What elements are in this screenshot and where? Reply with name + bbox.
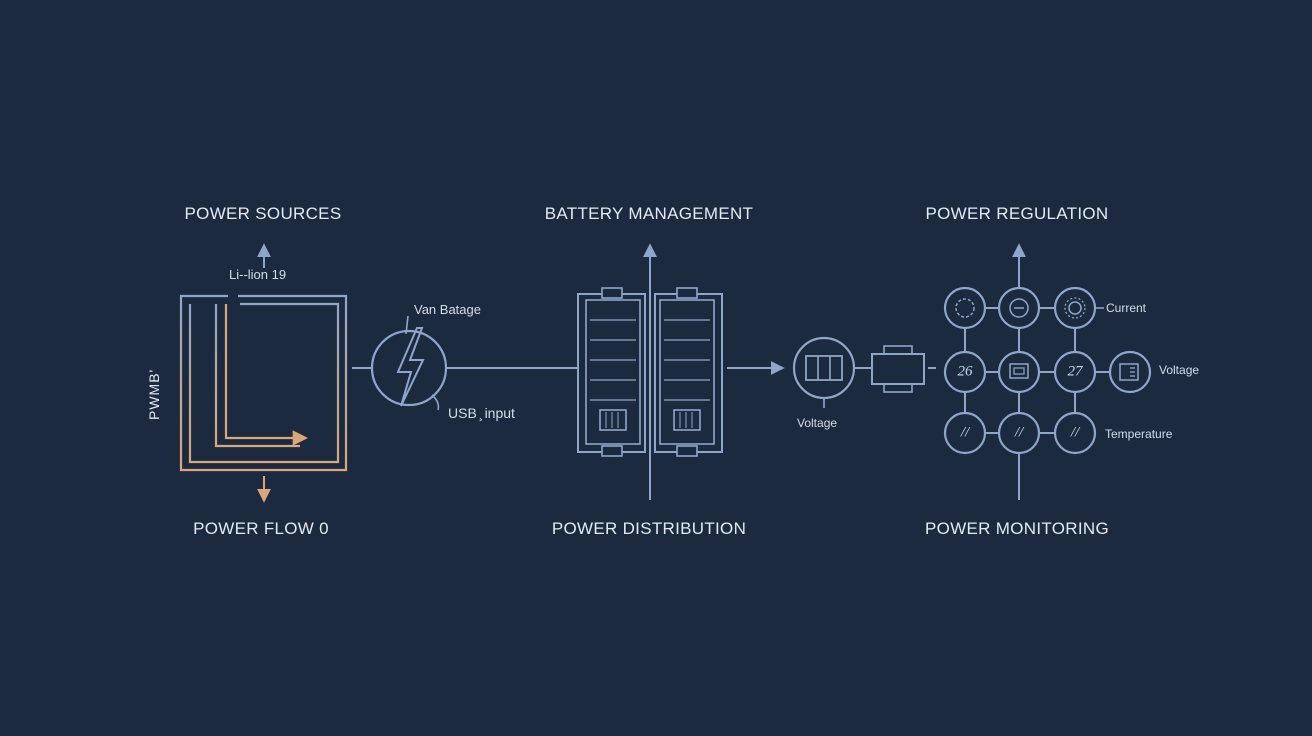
node-slash-1-text: // <box>960 424 970 441</box>
section-power-sources: POWER SOURCES <box>184 204 342 223</box>
label-usb-input: USB ̧ input <box>448 405 515 421</box>
node-slash-2-text: // <box>1014 424 1024 441</box>
gear-icon <box>943 286 987 330</box>
label-van-batage: Van Batage <box>414 302 481 317</box>
node-26 <box>943 350 987 394</box>
connector-icon <box>871 345 925 393</box>
node-27-text: 27 <box>1067 363 1083 380</box>
battery-management-block <box>577 243 723 500</box>
meter-icon <box>1108 350 1152 394</box>
regulation-grid <box>943 243 1152 500</box>
lightning-icon <box>370 315 448 411</box>
section-power-regulation: POWER REGULATION <box>925 204 1109 223</box>
battery-cell-icon <box>577 287 646 457</box>
minus-circle-icon <box>997 286 1041 330</box>
battery-cell-icon <box>654 287 723 457</box>
node-26-text: 26 <box>957 363 973 380</box>
label-temperature: Temperature <box>1105 427 1173 441</box>
section-power-distribution: POWER DISTRIBUTION <box>551 519 747 538</box>
meter-icon <box>792 336 856 408</box>
node-27 <box>1053 350 1097 394</box>
label-current: Current <box>1106 301 1147 315</box>
section-power-flow: POWER FLOW 0 <box>193 519 329 538</box>
section-battery-management: BATTERY MANAGEMENT <box>544 204 754 223</box>
chip-icon <box>997 350 1041 394</box>
node-slash-1 <box>943 411 987 455</box>
node-slash-3-text: // <box>1070 424 1080 441</box>
section-power-monitoring: POWER MONITORING <box>925 519 1109 538</box>
label-voltage-mid: Voltage <box>797 416 838 430</box>
sun-icon <box>1053 286 1097 330</box>
node-slash-2 <box>997 411 1041 455</box>
label-li-ion: Li--lion 19 <box>229 267 287 282</box>
label-vertical-side: PWMB' <box>146 368 162 420</box>
node-slash-3 <box>1053 411 1097 455</box>
power-source-block <box>179 243 348 503</box>
label-voltage-right: Voltage <box>1159 363 1200 377</box>
